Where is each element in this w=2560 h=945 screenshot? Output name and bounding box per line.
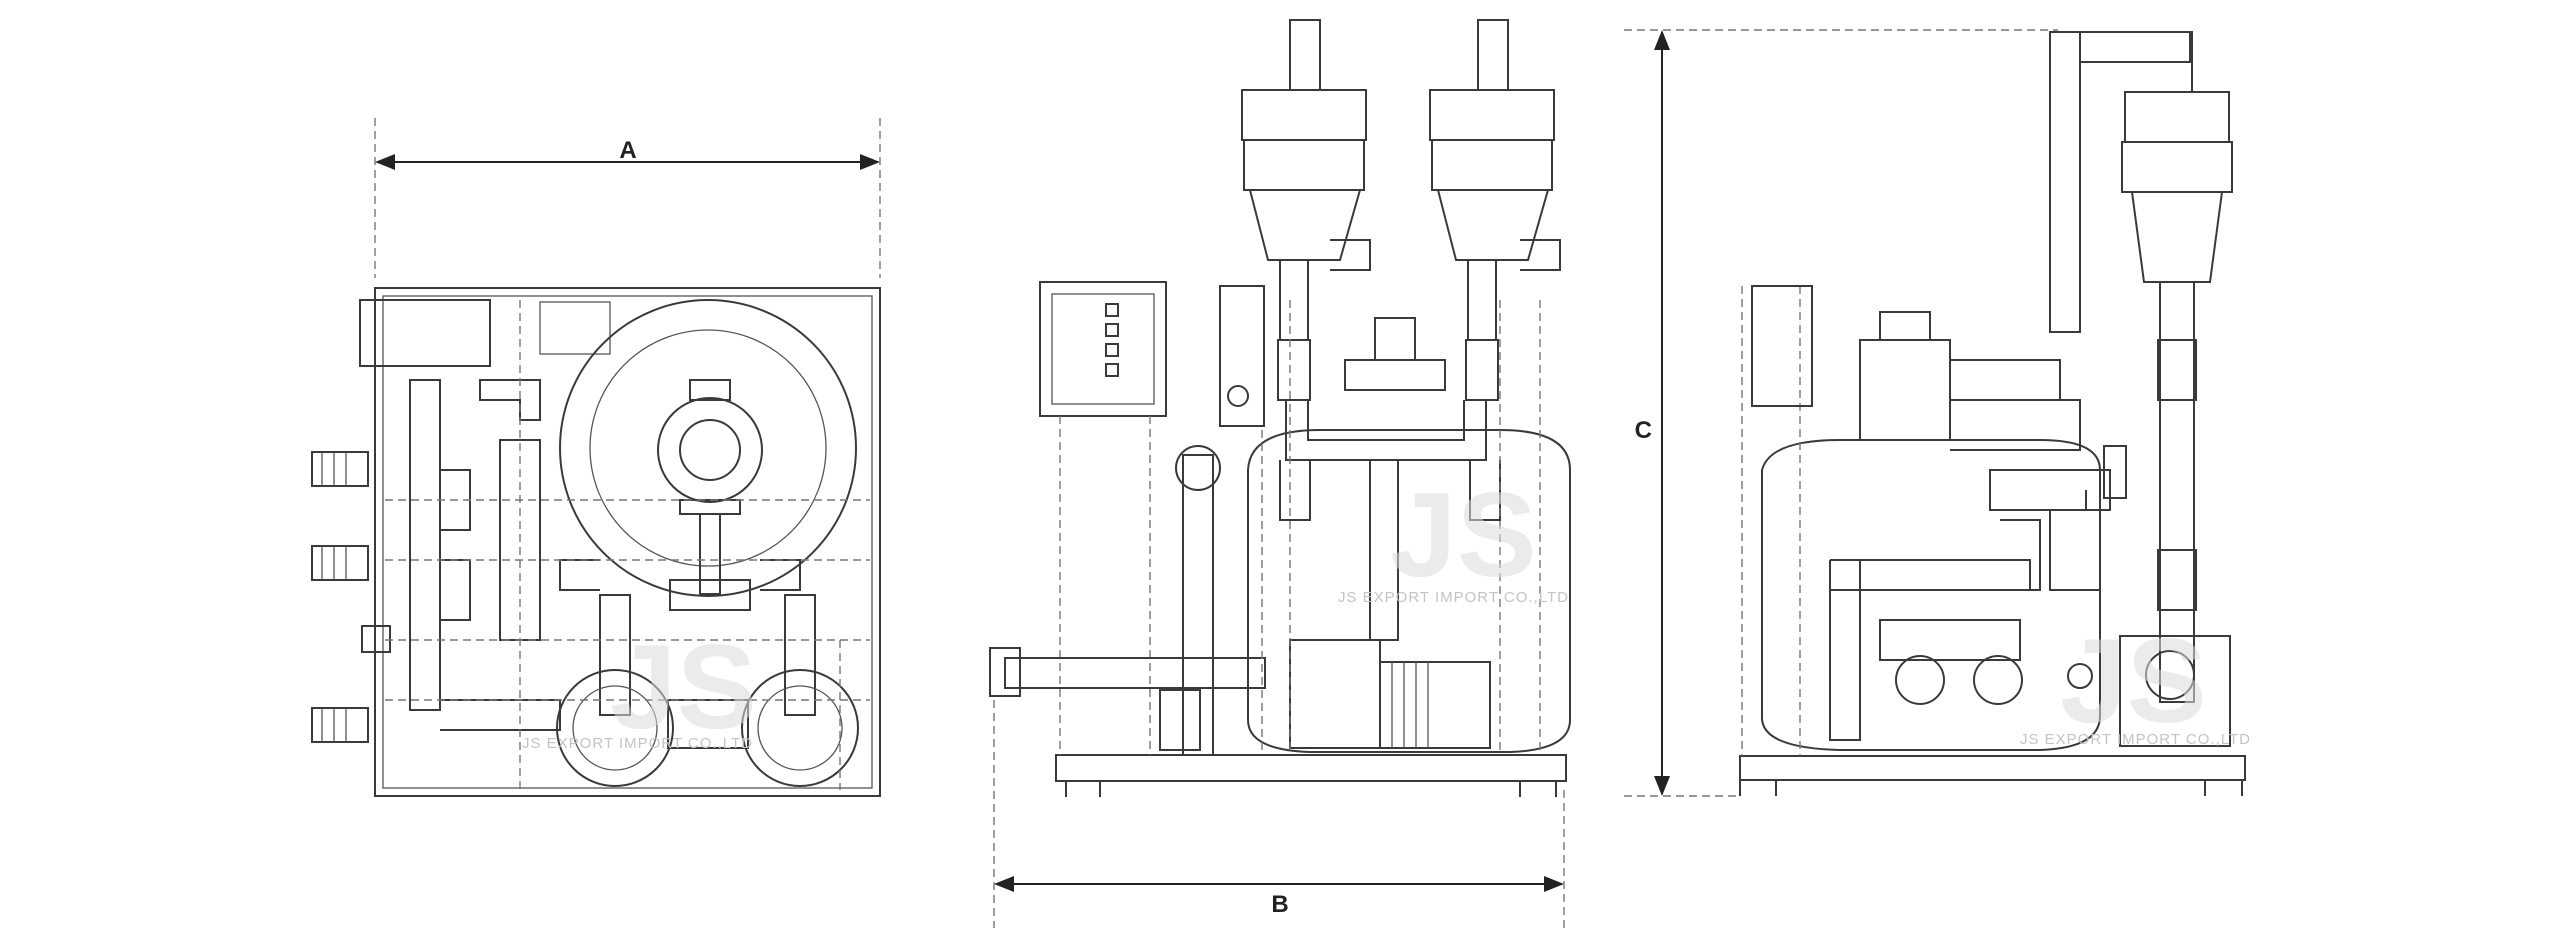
dimension-a: A bbox=[374, 118, 881, 278]
dimension-b-label: B bbox=[1271, 891, 1288, 918]
watermark-3: JS JS EXPORT IMPORT CO.,LTD bbox=[2020, 614, 2251, 748]
watermark-1: JS JS EXPORT IMPORT CO.,LTD bbox=[522, 620, 757, 754]
watermark-company: JS EXPORT IMPORT CO.,LTD bbox=[522, 735, 753, 752]
motor bbox=[1379, 661, 1491, 749]
uv-bypass-pipe bbox=[2049, 31, 2191, 333]
pump-1 bbox=[556, 669, 674, 787]
watermark-logo: JS bbox=[2060, 614, 2207, 748]
uv-unit bbox=[2121, 31, 2233, 283]
pump-2 bbox=[741, 669, 859, 787]
watermark-company: JS EXPORT IMPORT CO.,LTD bbox=[2020, 731, 2251, 748]
top-view bbox=[311, 287, 881, 797]
frame-outline bbox=[374, 287, 881, 797]
dimension-c: C bbox=[1624, 29, 2058, 797]
sand-filter-tank bbox=[1760, 439, 2101, 751]
sand-filter-tank bbox=[559, 299, 857, 597]
pump bbox=[2119, 635, 2231, 747]
watermark-logo: JS bbox=[610, 620, 757, 754]
multiport-valve bbox=[1859, 311, 1951, 441]
dimension-a-label: A bbox=[619, 137, 636, 164]
watermark-company: JS EXPORT IMPORT CO.,LTD bbox=[1338, 589, 1569, 606]
base-skid bbox=[1055, 754, 1567, 782]
watermark-2: JS JS EXPORT IMPORT CO.,LTD bbox=[1338, 468, 1569, 606]
watermark-logo: JS bbox=[1390, 468, 1537, 602]
dimension-c-label: C bbox=[1635, 417, 1652, 444]
dimension-b: B bbox=[993, 700, 1565, 928]
control-panel bbox=[1039, 281, 1167, 417]
control-box bbox=[359, 299, 491, 367]
side-view bbox=[1739, 31, 2246, 796]
pump bbox=[1289, 639, 1381, 749]
front-view bbox=[989, 19, 1571, 797]
uv-unit-2 bbox=[1429, 19, 1555, 261]
base-skid bbox=[1739, 755, 2246, 781]
suction-pipe bbox=[1004, 657, 1266, 689]
uv-unit-1 bbox=[1241, 19, 1367, 261]
multiport-valve bbox=[657, 397, 763, 503]
